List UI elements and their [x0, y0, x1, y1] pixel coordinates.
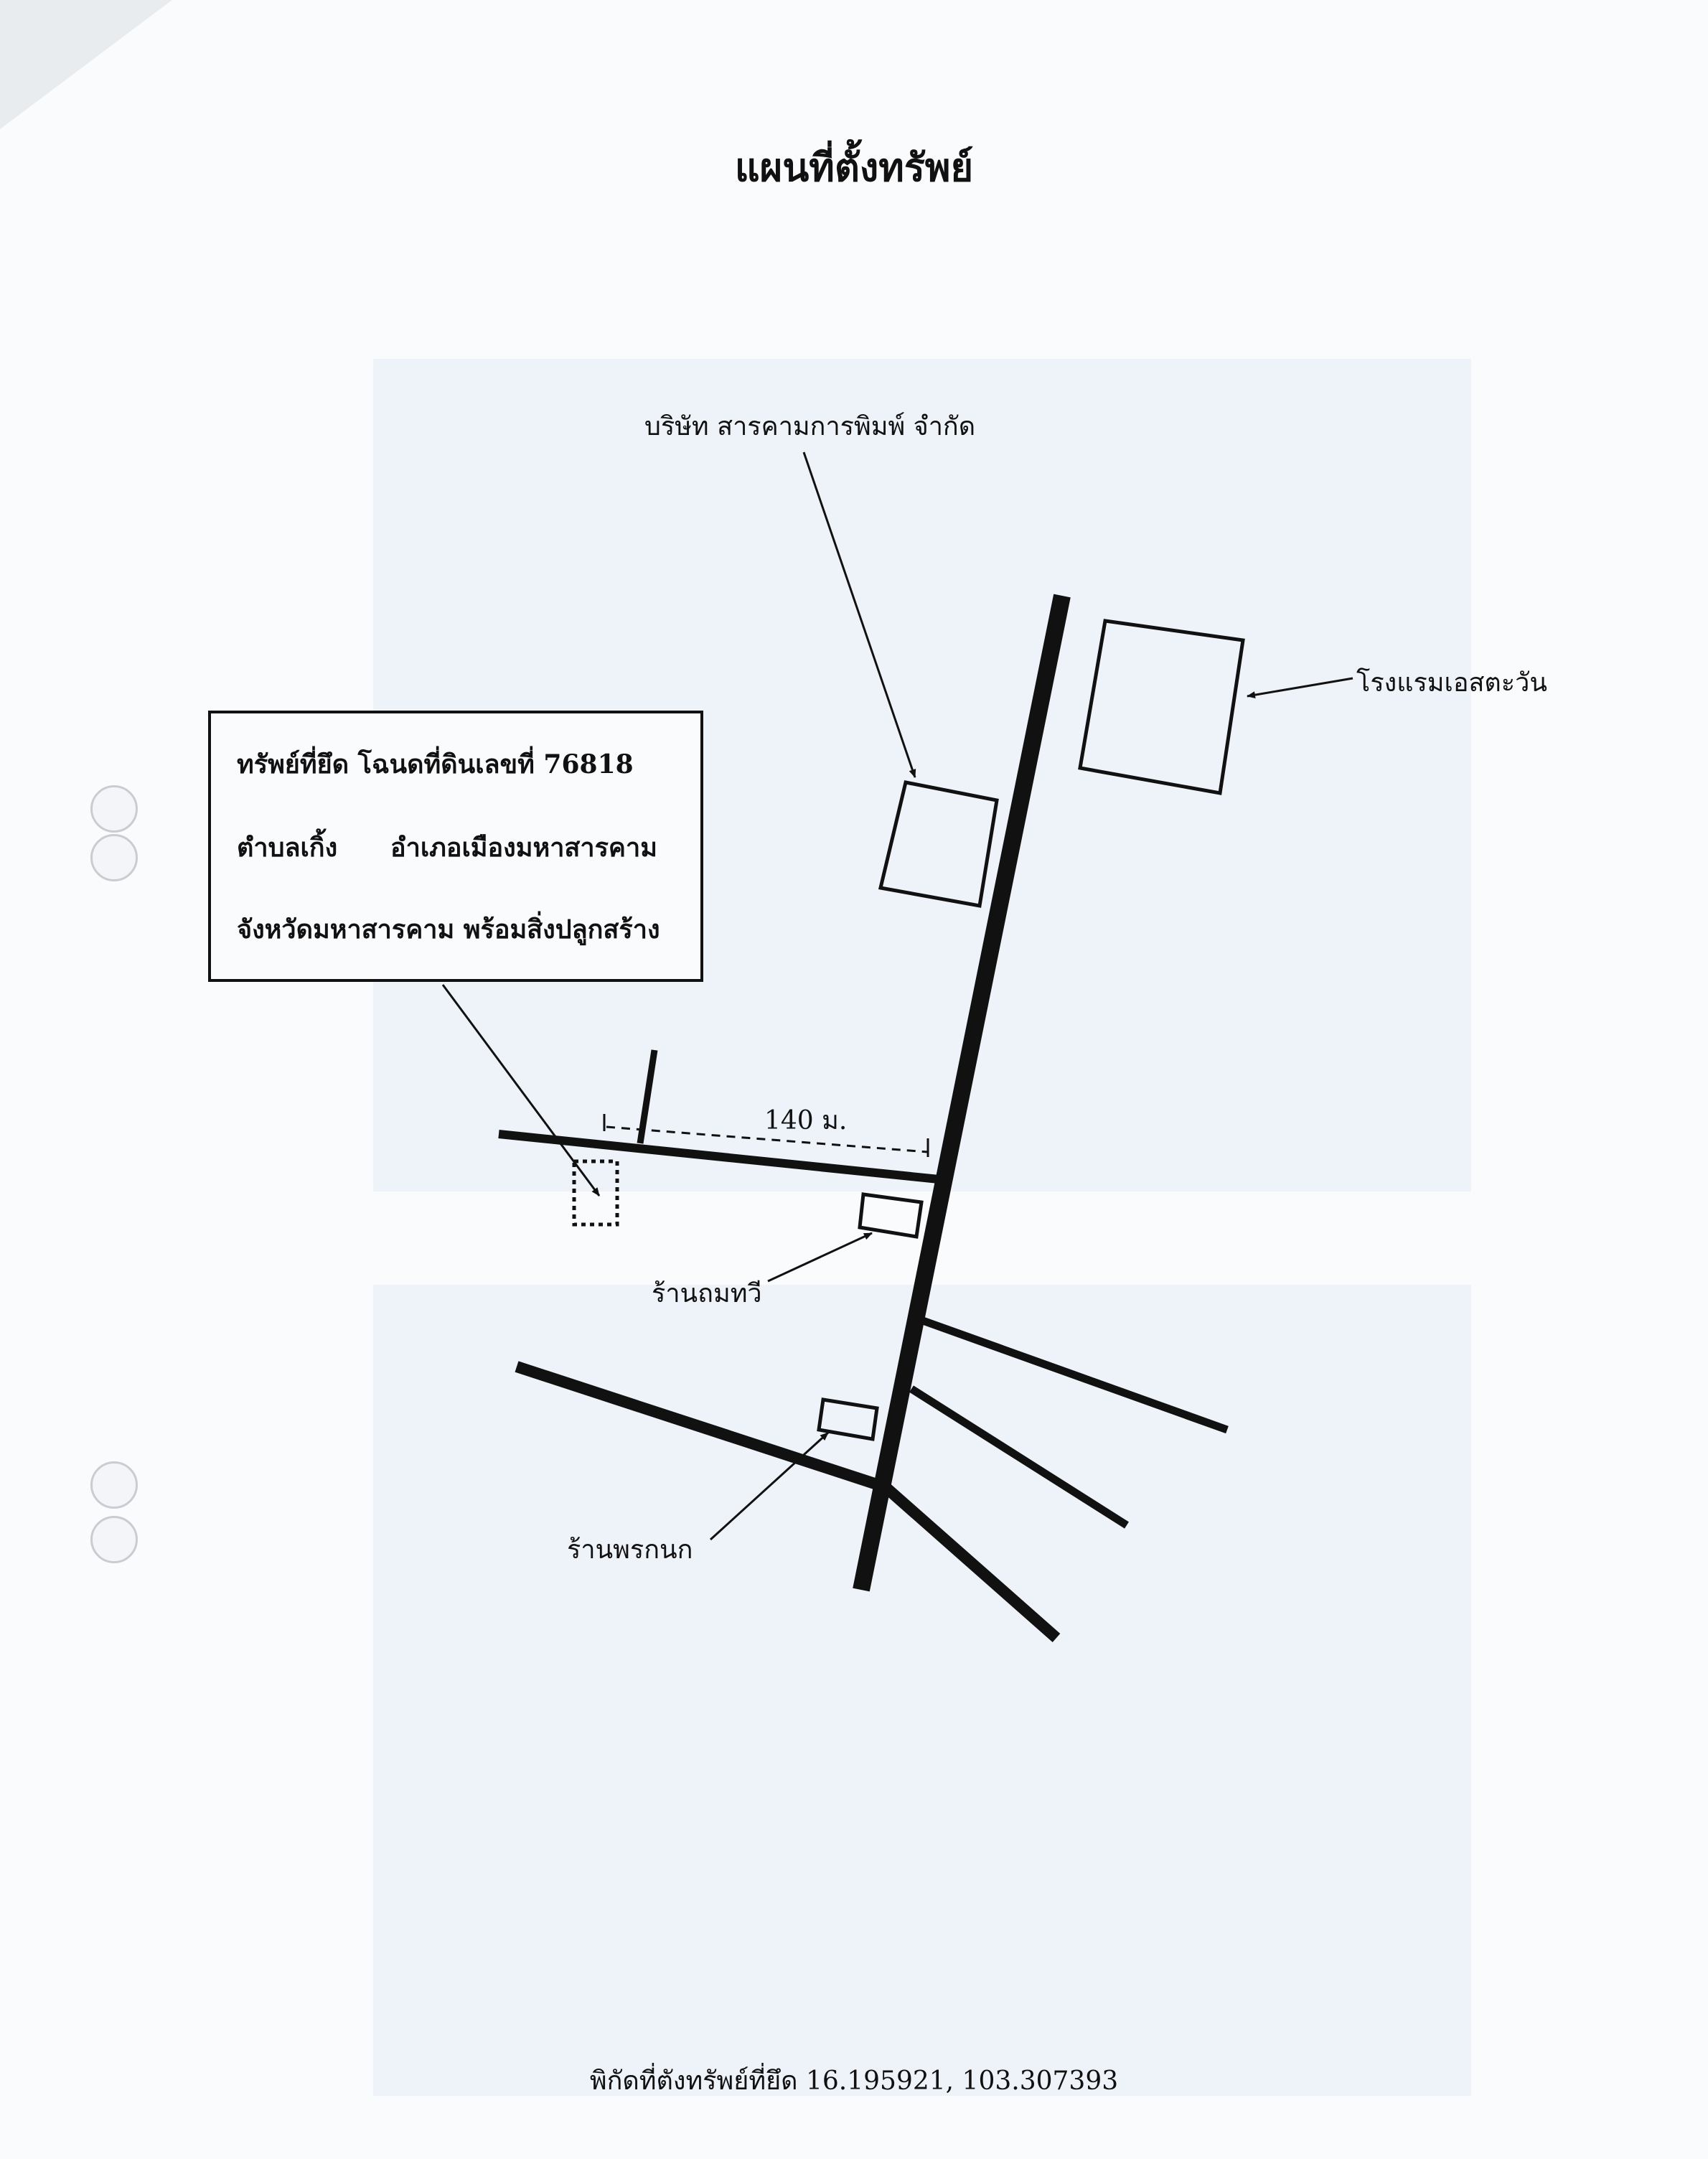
- label-shop-thomthawi: ร้านถมทวี: [652, 1279, 762, 1308]
- side-road: [498, 1130, 939, 1184]
- distance-measure-line: [606, 1125, 929, 1153]
- info-line-deed: ทรัพย์ที่ยึด โฉนดที่ดินเลขที่ 76818: [237, 749, 634, 779]
- punch-hole: [90, 1516, 138, 1563]
- punch-hole: [90, 834, 138, 881]
- label-distance: 140 ม.: [764, 1106, 848, 1135]
- branch-road: [637, 1049, 658, 1144]
- seized-property-plot: [572, 1159, 619, 1227]
- road-right-upper: [921, 1316, 1229, 1434]
- coordinates-footer: พิกัดที่ตังทรัพย์ที่ยึด 16.195921, 103.3…: [589, 2066, 1119, 2096]
- seized-property-info-box: ทรัพย์ที่ยึด โฉนดที่ดินเลขที่ 76818 ตำบล…: [208, 711, 703, 982]
- info-line-subdistrict: ตำบลเกิ้ง: [237, 833, 338, 863]
- shop-thomthawi-building: [858, 1192, 924, 1239]
- arrow-printing-company: [802, 451, 916, 778]
- page-title: แผนที่ตั้งทรัพย์: [734, 144, 974, 190]
- punch-hole: [90, 785, 138, 833]
- road-right-lower: [909, 1385, 1129, 1529]
- printing-company-building: [878, 780, 999, 908]
- bleed-through-lower: [373, 1285, 1471, 2096]
- arrow-shop-thomthawi: [767, 1232, 873, 1283]
- shop-phonnok-building: [817, 1397, 879, 1441]
- main-road: [853, 594, 1071, 1592]
- label-printing-company: บริษัท สารคามการพิมพ์ จำกัด: [644, 412, 976, 441]
- road-lower-left: [515, 1361, 888, 1493]
- road-diagonal: [881, 1483, 1061, 1642]
- punch-hole: [90, 1461, 138, 1509]
- info-line-district: อำเภอเมืองมหาสารคาม: [390, 833, 657, 863]
- arrow-seized-property: [441, 984, 601, 1196]
- arrow-hotel: [1247, 677, 1353, 699]
- hotel-building: [1078, 619, 1245, 795]
- label-shop-phonnok: ร้านพรกนก: [567, 1535, 693, 1565]
- arrow-shop-phonnok: [709, 1431, 830, 1541]
- folded-corner: [0, 0, 172, 129]
- label-hotel: โรงแรมเอสตะวัน: [1356, 668, 1547, 698]
- info-line-province: จังหวัดมหาสารคาม พร้อมสิ่งปลูกสร้าง: [237, 914, 660, 945]
